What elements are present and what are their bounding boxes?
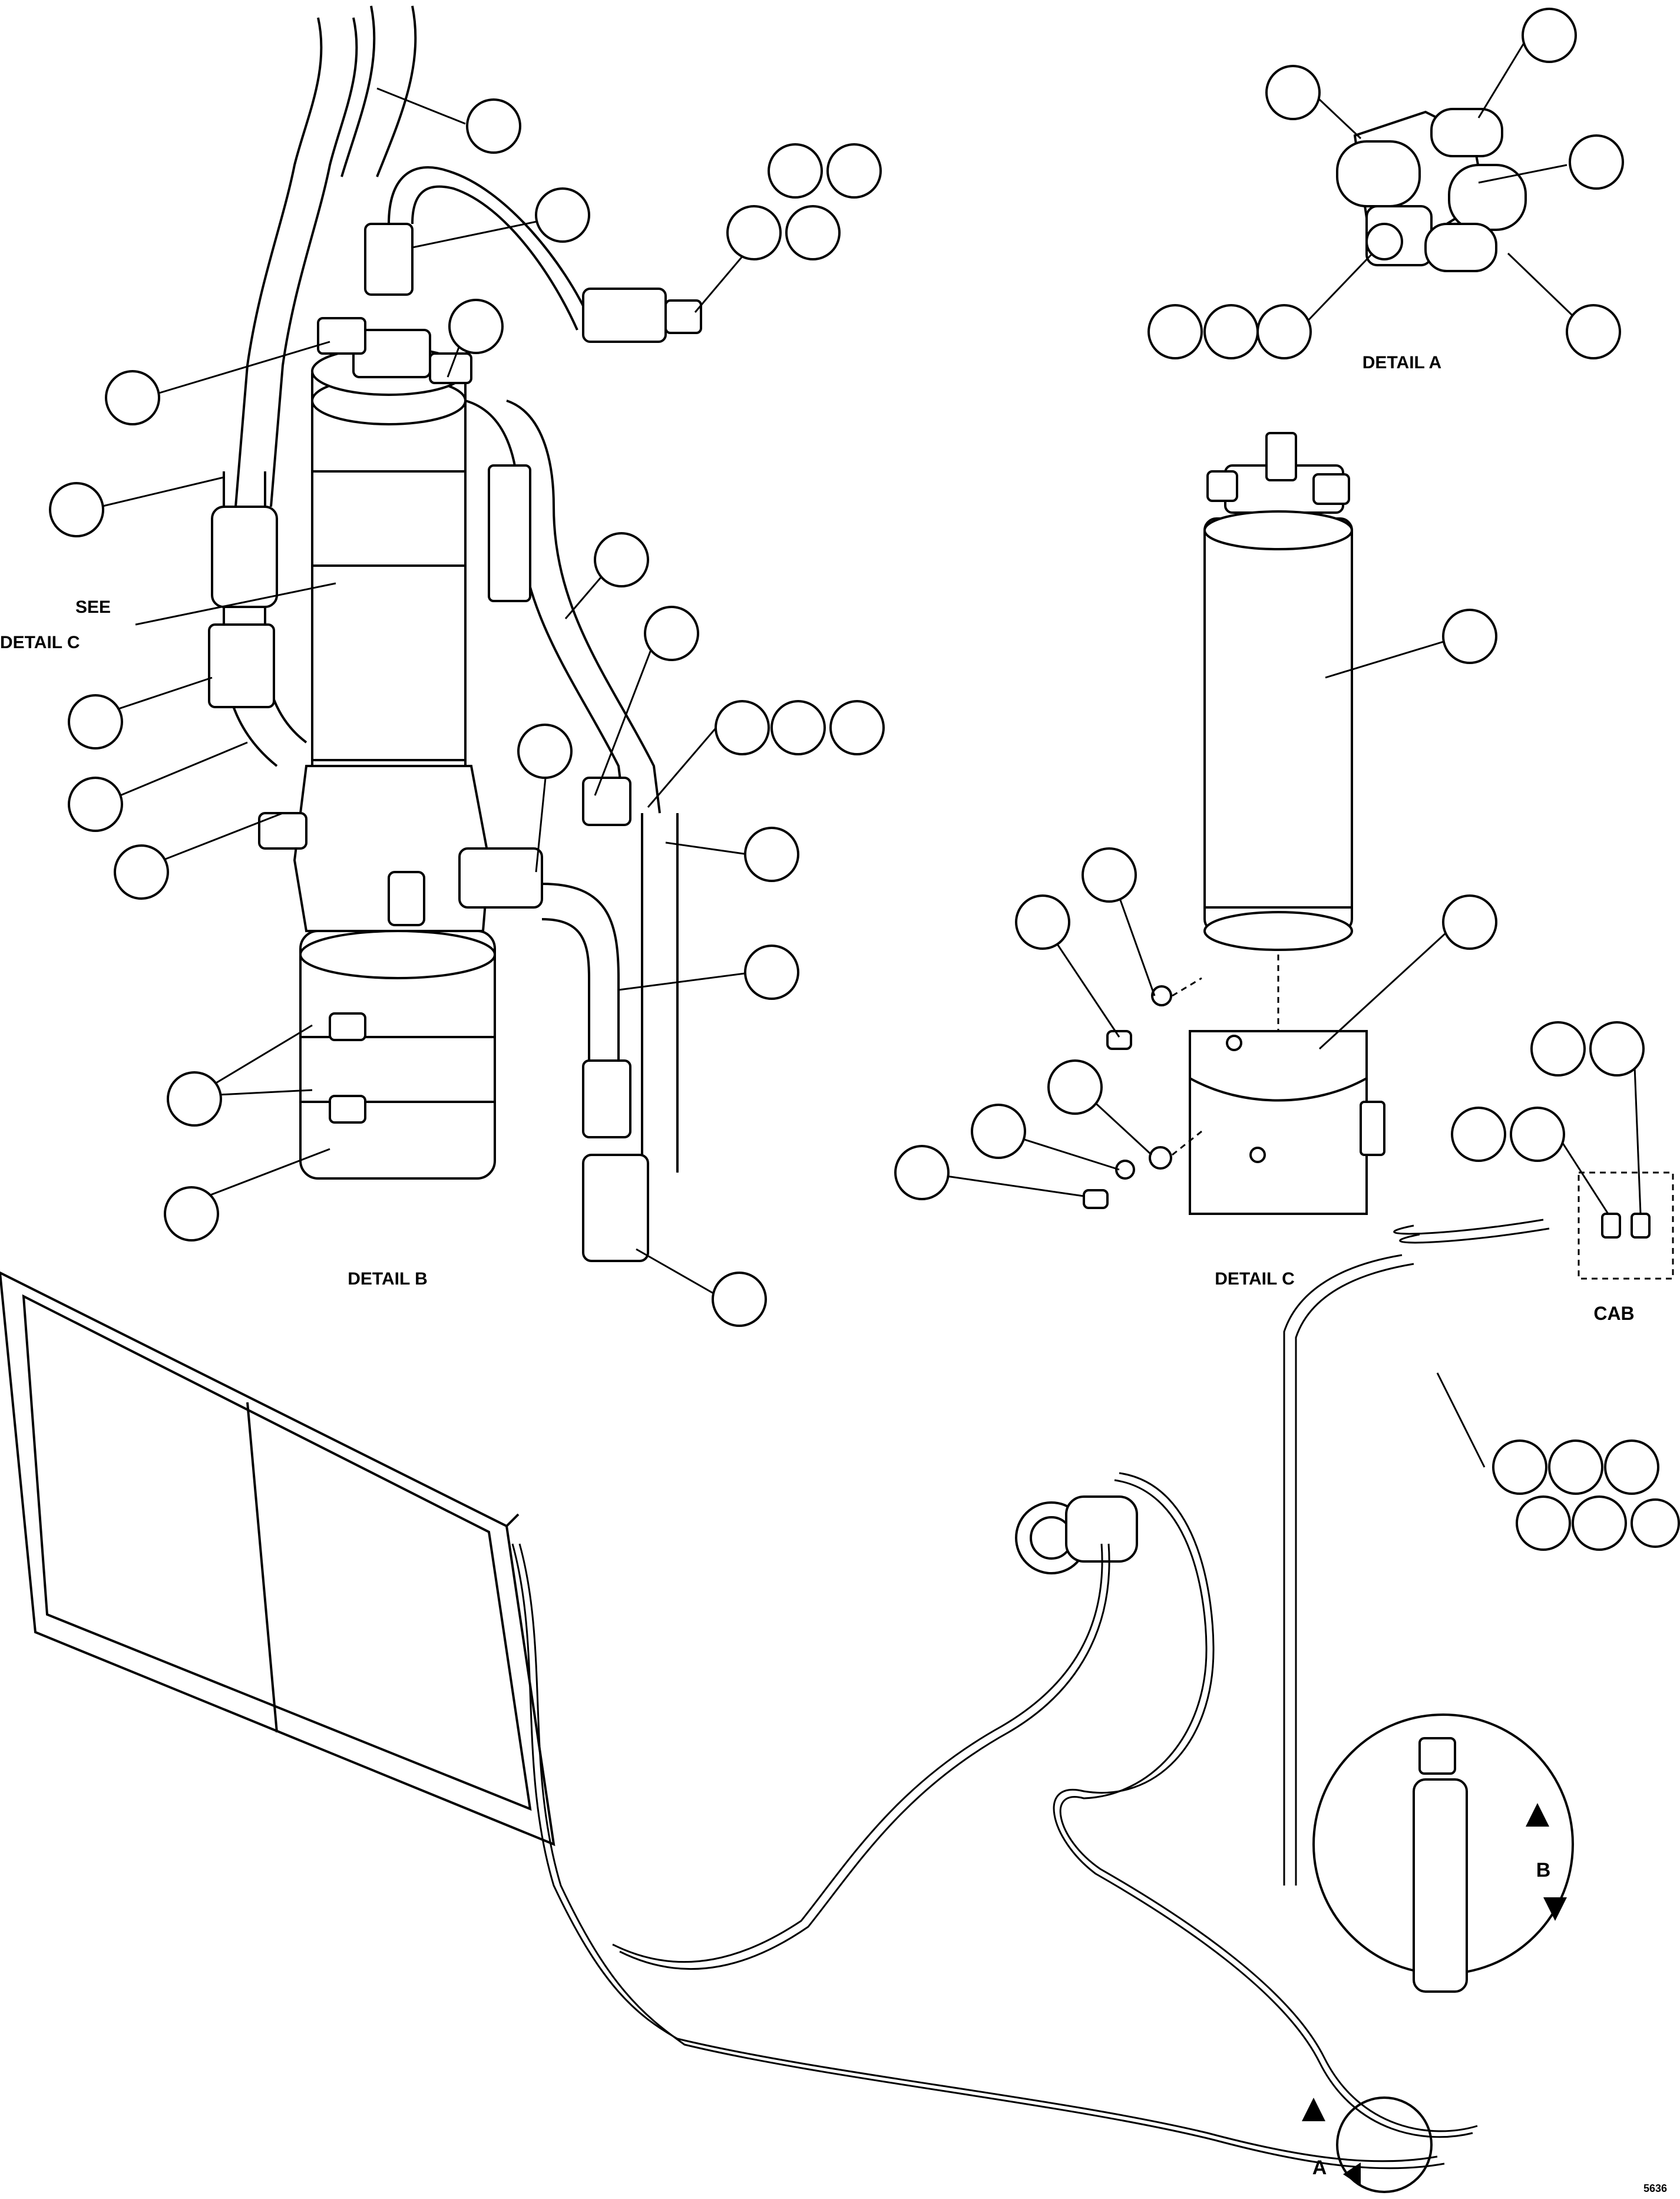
arrow-b-label: B (1536, 1859, 1551, 1881)
callout-bubble (894, 1145, 950, 1200)
detail-b-callouts (49, 98, 885, 1327)
callout-bubble (105, 370, 160, 425)
callout-bubble (1569, 134, 1624, 190)
callout-bubble (744, 827, 799, 882)
callout-bubble (517, 724, 573, 779)
arrow-head (1302, 2098, 1325, 2121)
callout-bubble (826, 143, 882, 199)
callout-bubble (1256, 304, 1312, 359)
detail-b-label: DETAIL B (348, 1269, 428, 1289)
callout-bubble (726, 205, 782, 260)
callout-bubble (744, 945, 799, 1000)
callout-bubble (1548, 1439, 1603, 1495)
callout-bubble (1147, 304, 1203, 359)
callout-bubble (1492, 1439, 1547, 1495)
condenser (0, 1271, 555, 1847)
detail-a: DETAIL A (1147, 8, 1624, 372)
callout-bubble (164, 1186, 219, 1242)
arrow-a-label: A (1312, 2157, 1327, 2179)
callout-bubble (785, 205, 841, 260)
callout-bubble (1442, 894, 1497, 950)
callout-bubble (644, 606, 699, 661)
system-receiver-assembly: B A (1302, 1713, 1574, 2193)
see-detail-c-label: DETAIL C (0, 633, 80, 652)
callout-bubble (167, 1071, 222, 1127)
receiver-drier-body (311, 364, 467, 779)
cab-label: CAB (1593, 1303, 1634, 1324)
callout-bubble (1451, 1107, 1506, 1162)
callout-bubble (1203, 304, 1259, 359)
callout-bubble (1516, 1495, 1571, 1551)
callout-bubble (1566, 304, 1621, 359)
callout-bubble (1047, 1059, 1103, 1115)
callout-bubble (829, 700, 885, 755)
callout-bubble (114, 844, 169, 900)
callout-bubble (1015, 894, 1070, 950)
detail-a-label: DETAIL A (1362, 353, 1441, 372)
callout-bubble (68, 694, 123, 749)
compressor (1015, 1495, 1138, 1574)
callout-bubble (1510, 1107, 1565, 1162)
callout-bubble (1530, 1021, 1586, 1077)
arrow-head (1526, 1803, 1549, 1827)
callout-bubble (1572, 1495, 1627, 1551)
callout-bubble (1604, 1439, 1659, 1495)
callout-bubble (715, 700, 770, 755)
arrow-head (1343, 2162, 1361, 2186)
callout-bubble (768, 143, 823, 199)
callout-bubble (1631, 1498, 1680, 1548)
callout-bubble (1082, 847, 1137, 903)
callout-bubble (448, 299, 504, 354)
callout-bubble (712, 1272, 767, 1327)
figure-code: 5636 (1643, 2183, 1667, 2194)
cab-connection: CAB (1436, 1021, 1680, 1551)
receiver-drier-cylinder (1203, 517, 1353, 932)
detail-b: DETAIL B DETAIL C SEE (0, 5, 702, 1289)
callout-bubble (466, 98, 521, 154)
callout-bubble (68, 777, 123, 832)
arrow-head (1543, 1897, 1567, 1921)
see-label: SEE (75, 597, 111, 617)
refrigerant-lines (511, 1219, 1550, 2170)
callout-bubble (770, 700, 826, 755)
pressure-switch-connector (582, 288, 667, 343)
callout-bubble (535, 187, 590, 243)
callout-bubble (49, 482, 104, 537)
callout-bubble (1265, 65, 1321, 120)
detail-c: DETAIL C (894, 432, 1497, 1289)
callout-bubble (594, 532, 649, 587)
callout-bubble (971, 1104, 1026, 1159)
callout-bubble (1522, 8, 1577, 63)
detail-c-label: DETAIL C (1215, 1269, 1295, 1289)
callout-bubble (1589, 1021, 1645, 1077)
callout-bubble (1442, 609, 1497, 664)
